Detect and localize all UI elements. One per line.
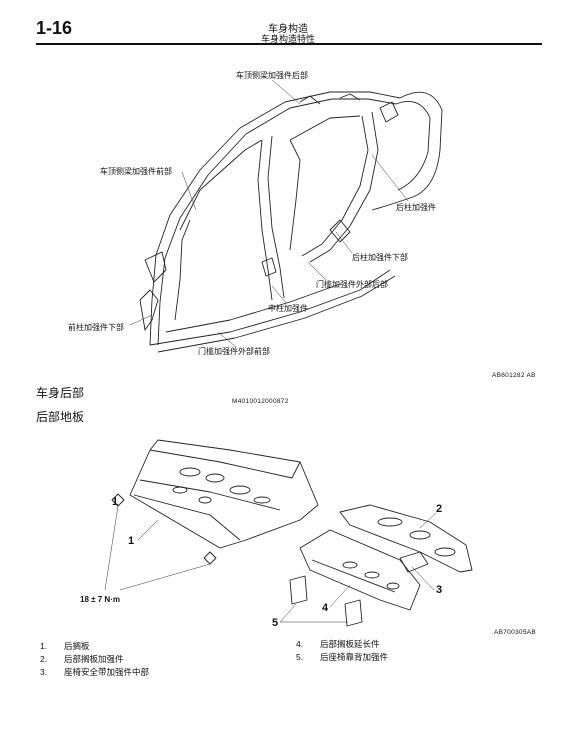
section-subtitle: 后部地板	[36, 410, 85, 424]
legend-right: 4. 后部搁板延长件 5. 后座椅靠背加强件	[296, 638, 388, 664]
callout-center-pillar: 中柱加强件	[268, 304, 308, 313]
callout-rear-pillar: 后柱加强件	[396, 203, 436, 212]
part-number-2: 2	[436, 503, 443, 515]
page-title: 车身构造	[268, 24, 308, 35]
part-number-1-top: 1	[112, 496, 119, 508]
part-number-5: 5	[272, 617, 279, 629]
header-rule	[36, 43, 542, 45]
callout-sill-outer-rear: 门槛加强件外部后部	[316, 280, 388, 289]
legend-text: 后搁板	[64, 642, 90, 652]
legend-text: 后部搁板延长件	[320, 640, 380, 650]
page-subtitle: 车身构造特性	[260, 35, 315, 45]
legend-number: 1.	[40, 641, 48, 651]
legend-text: 座椅安全带加强件中部	[64, 668, 150, 678]
callout-roof-rail-front: 车顶侧梁加强件前部	[100, 167, 172, 176]
section-title: 车身后部	[36, 386, 85, 400]
callout-rear-pillar-lower: 后柱加强件下部	[352, 253, 408, 262]
legend-number: 3.	[40, 667, 48, 677]
legend-item: 5. 后座椅靠背加强件	[296, 651, 388, 664]
document-code: M4010012000872	[232, 398, 289, 405]
legend-item: 1. 后搁板	[40, 640, 149, 653]
legend-item: 2. 后部搁板加强件	[40, 653, 149, 666]
torque-spec: 18 ± 7 N·m	[80, 595, 120, 604]
legend-number: 4.	[296, 639, 304, 649]
legend-left: 1. 后搁板 2. 后部搁板加强件 3. 座椅安全带加强件中部	[40, 640, 149, 679]
figure1-code: AB601282 AB	[492, 372, 536, 379]
callout-roof-rail-rear: 车顶侧梁加强件后部	[236, 71, 308, 80]
legend-item: 4. 后部搁板延长件	[296, 638, 388, 651]
part-number-1: 1	[128, 535, 135, 547]
part-number-4: 4	[322, 602, 329, 614]
legend-number: 5.	[296, 652, 304, 662]
callout-front-pillar-lower: 前柱加强件下部	[68, 323, 124, 332]
legend-text: 后座椅靠背加强件	[320, 653, 389, 663]
legend-text: 后部搁板加强件	[64, 655, 124, 665]
legend-number: 2.	[40, 654, 48, 664]
page-number: 1-16	[36, 18, 73, 38]
callout-sill-outer-front: 门槛加强件外部前部	[198, 347, 270, 356]
figure2-code: AB700305AB	[494, 629, 537, 636]
part-number-3: 3	[436, 584, 443, 596]
legend-item: 3. 座椅安全带加强件中部	[40, 666, 149, 679]
